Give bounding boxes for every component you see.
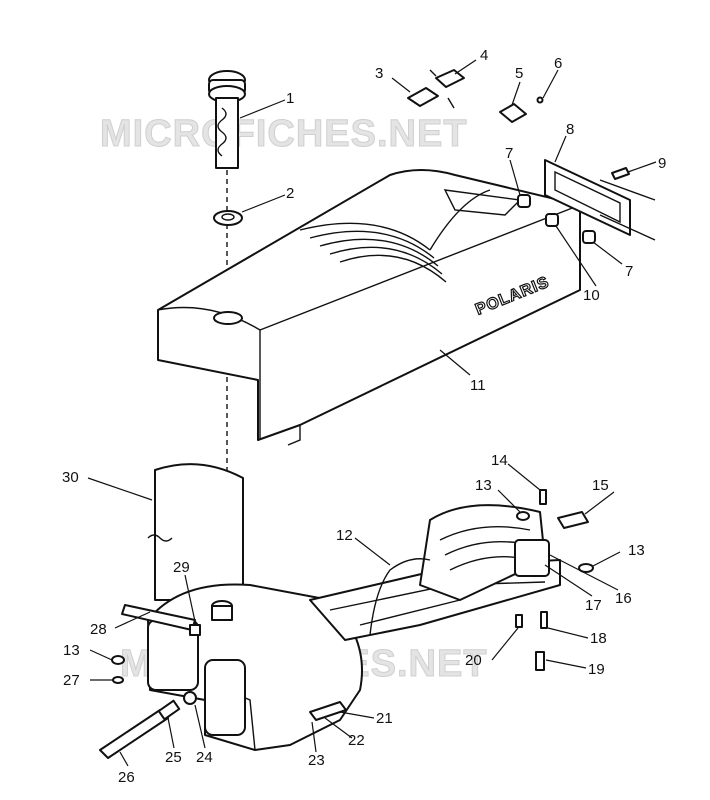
clip-part-29: [189, 624, 201, 636]
watermark-top: MICROFICHES.NET: [100, 113, 468, 155]
callout-27: 27: [63, 672, 80, 689]
callout-19: 19: [588, 661, 605, 678]
callout-29: 29: [173, 559, 190, 576]
fuel-cap-part: [208, 70, 246, 169]
leader-lines: [87, 59, 657, 767]
spacer-part-10: [545, 213, 559, 227]
nut-part-13b: [578, 563, 594, 573]
cable-part-12: [369, 558, 431, 636]
plate-part-3: [407, 87, 439, 107]
callout-3: 3: [375, 65, 383, 82]
screw-part-27: [112, 676, 124, 684]
callout-22: 22: [348, 732, 365, 749]
screw-part-9: [611, 167, 630, 180]
callout-16: 16: [615, 590, 632, 607]
callout-28: 28: [90, 621, 107, 638]
callout-25: 25: [165, 749, 182, 766]
nut-part-13c: [111, 655, 125, 665]
pin-part-14: [539, 489, 547, 505]
callout-24: 24: [196, 749, 213, 766]
callout-7a: 7: [505, 145, 513, 162]
callout-12: 12: [336, 527, 353, 544]
plate-part-4: [435, 69, 465, 88]
fitting-part-24: [183, 691, 197, 705]
bolt-part-19: [535, 651, 545, 671]
bolt-part-18: [540, 611, 548, 629]
clamp-part-25: [157, 699, 181, 721]
callout-5: 5: [515, 65, 523, 82]
callout-10: 10: [583, 287, 600, 304]
callout-2: 2: [286, 185, 294, 202]
callout-20: 20: [465, 652, 482, 669]
callout-1: 1: [286, 90, 294, 107]
vent-shield-part-30: [147, 463, 260, 601]
callout-7b: 7: [625, 263, 633, 280]
callout-13b: 13: [628, 542, 645, 559]
callout-23: 23: [308, 752, 325, 769]
pin-part-20: [515, 614, 523, 628]
plate-part-5: [499, 103, 527, 123]
bracket-part-15: [557, 511, 589, 529]
callout-9: 9: [658, 155, 666, 172]
spacer-part-7a: [517, 194, 531, 208]
callout-15: 15: [592, 477, 609, 494]
callout-17: 17: [585, 597, 602, 614]
callout-30: 30: [62, 469, 79, 486]
nut-part-13a: [516, 511, 530, 521]
callout-18: 18: [590, 630, 607, 647]
callout-13c: 13: [63, 642, 80, 659]
callout-21: 21: [376, 710, 393, 727]
callout-13a: 13: [475, 477, 492, 494]
callout-26: 26: [118, 769, 135, 786]
fuel-tank-part: [147, 583, 363, 751]
grommet-part: [213, 210, 243, 226]
callout-14: 14: [491, 452, 508, 469]
clamp-part-21: [309, 701, 347, 721]
callout-4: 4: [480, 47, 488, 64]
callout-8: 8: [566, 121, 574, 138]
callout-labels: 1 2 3 4 5 6 7 7 8 9 10 11 12 13 13 13 14…: [62, 47, 666, 786]
screw-part-6: [536, 96, 544, 104]
spacer-part-7b: [582, 230, 596, 244]
callout-11: 11: [470, 377, 486, 394]
fuel-line-part-26: [99, 709, 169, 759]
callout-6: 6: [554, 55, 562, 72]
tail-bracket-part: [544, 159, 656, 241]
